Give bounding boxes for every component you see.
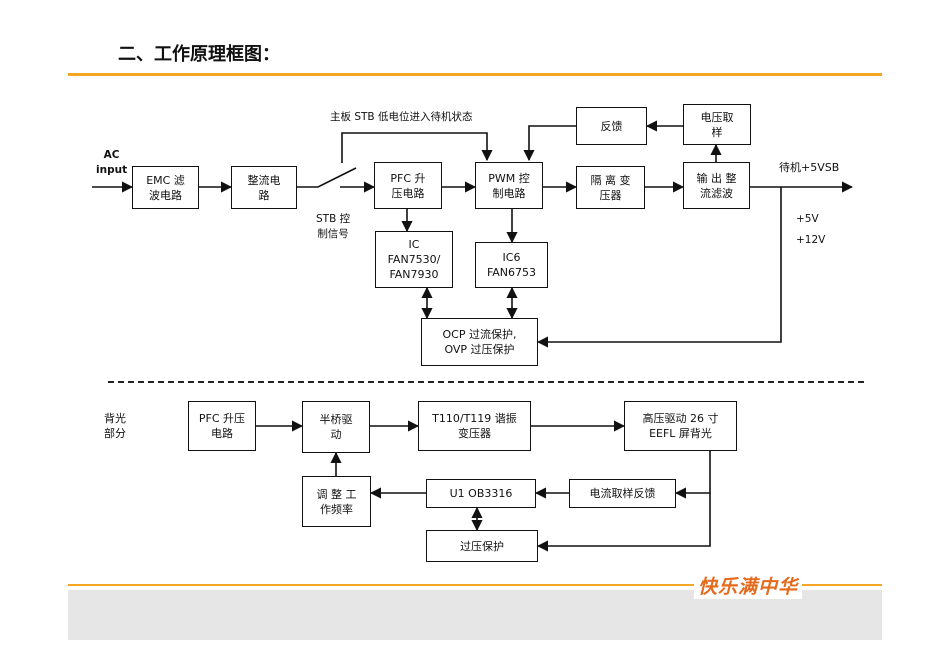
block-resonant-transformer: T110/T119 谐振 变压器 — [418, 401, 531, 451]
block-overvoltage-protection: 过压保护 — [426, 530, 538, 562]
block-output-rectifier: 输 出 整 流滤波 — [683, 162, 750, 209]
output-12v-label: +12V — [796, 234, 826, 246]
footer-line — [68, 584, 882, 586]
block-half-bridge-drive: 半桥驱 动 — [302, 401, 370, 453]
brand-logo: 快乐满中华 — [694, 572, 803, 599]
wire-bl-hv-ovp — [536, 493, 711, 552]
wire-bl-hv-cf — [674, 451, 711, 499]
block-adjust-frequency: 调 整 工 作频率 — [302, 476, 371, 527]
stb-switch — [297, 167, 357, 188]
block-ic-fan7530: IC FAN7530/ FAN7930 — [375, 231, 453, 288]
block-current-sample-feedback: 电流取样反馈 — [569, 479, 676, 508]
stb-switch-label: 主板 STB 低电位进入待机状态 — [330, 111, 473, 123]
block-emc-filter: EMC 滤 波电路 — [132, 166, 199, 209]
section-divider — [108, 381, 864, 383]
output-5vsb-label: 待机+5VSB — [779, 161, 840, 174]
wire-stb-pwm — [341, 132, 493, 163]
ac-input-label: AC input — [96, 149, 128, 176]
block-bl-pfc-boost: PFC 升压 电路 — [188, 401, 256, 451]
block-feedback: 反馈 — [576, 107, 647, 145]
block-hv-drive-eefl: 高压驱动 26 寸 EEFL 屏背光 — [624, 401, 737, 451]
stb-control-label: STB 控 制信号 — [316, 213, 351, 240]
wire-fb-pwm — [523, 125, 576, 162]
backlight-section-label: 背光 部分 — [104, 412, 126, 440]
block-ocp-ovp-protection: OCP 过流保护, OVP 过压保护 — [421, 318, 538, 366]
output-5v-label: +5V — [796, 213, 819, 225]
block-pwm-control: PWM 控 制电路 — [475, 162, 543, 209]
block-ob3316-controller: U1 OB3316 — [426, 479, 536, 508]
block-pfc-boost: PFC 升 压电路 — [374, 162, 442, 209]
page-title: 二、工作原理框图： — [118, 44, 280, 65]
block-rectifier: 整流电 路 — [231, 166, 297, 209]
block-isolation-transformer: 隔 离 变 压器 — [576, 166, 645, 209]
wire-out-prot — [536, 187, 782, 348]
block-voltage-sample: 电压取 样 — [683, 104, 751, 145]
block-ic6-fan6753: IC6 FAN6753 — [475, 242, 548, 288]
title-underline — [68, 73, 882, 76]
